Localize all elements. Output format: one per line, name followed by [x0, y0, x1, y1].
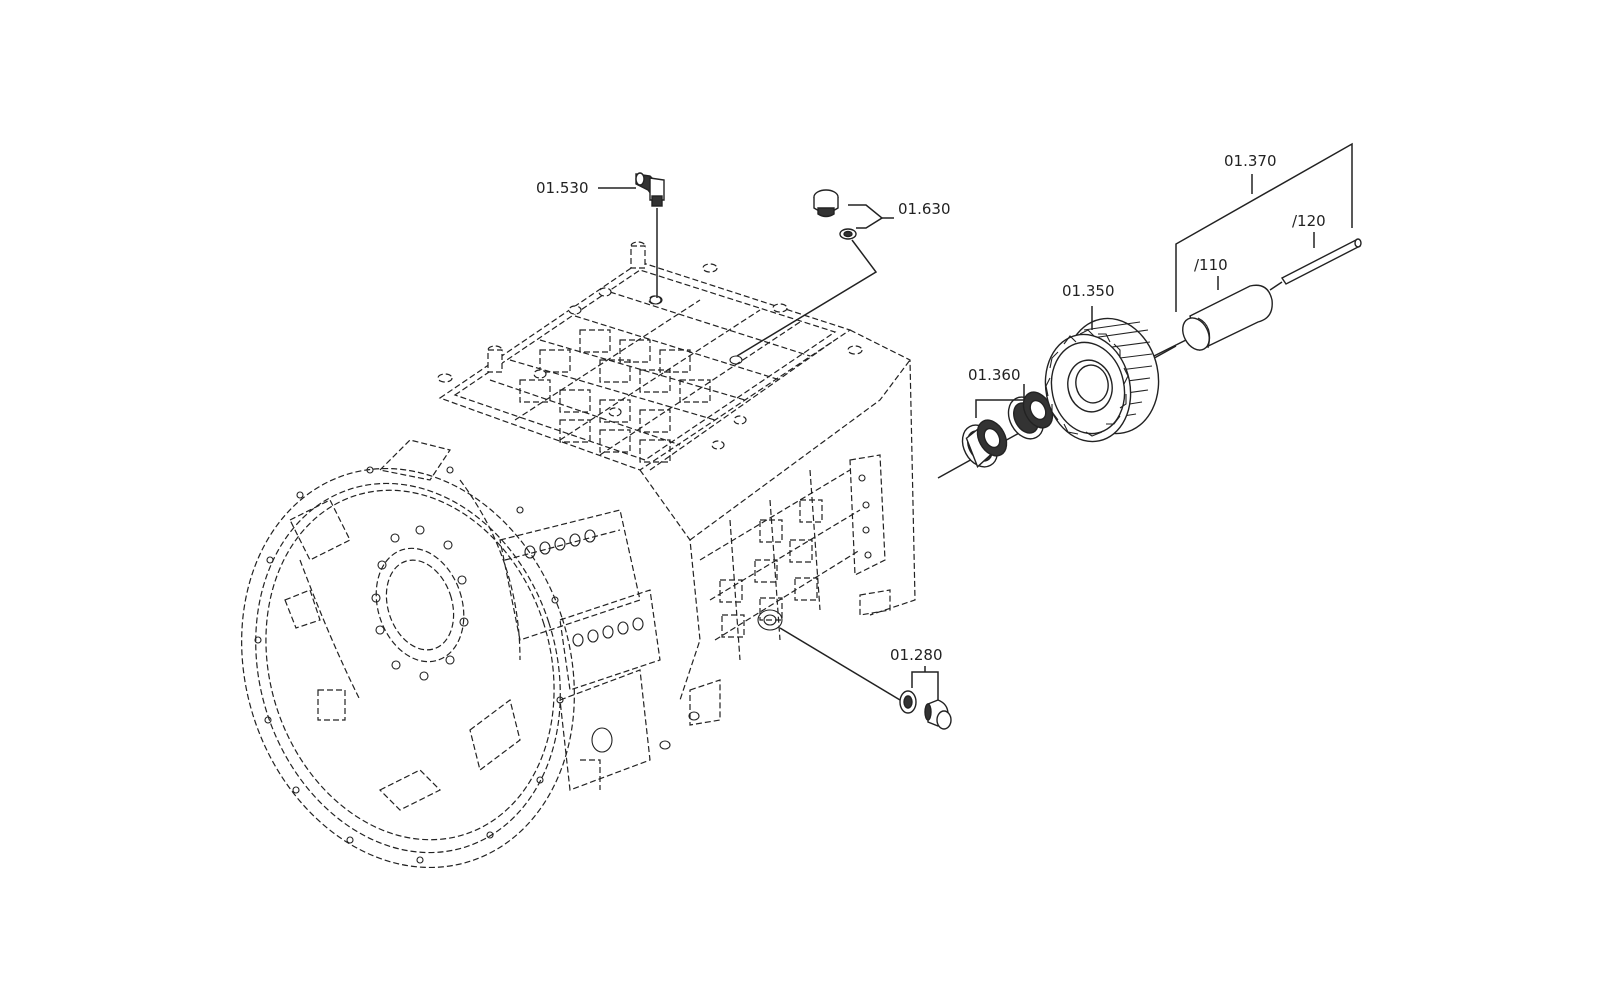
callout-01350: 01.350 — [1062, 282, 1115, 300]
axle-pin-icon — [1182, 284, 1273, 351]
callout-120: /120 — [1292, 212, 1326, 230]
leader-line-1280-axis — [779, 627, 901, 701]
callout-01360: 01.360 — [968, 366, 1021, 384]
leader-line-axle-axis — [1153, 339, 1187, 357]
screw-plug-icon — [899, 690, 952, 730]
bracket-1360 — [975, 392, 1025, 418]
leader-line-pin-axis — [1269, 281, 1283, 291]
bracket-1280 — [911, 671, 939, 700]
helical-gear-icon — [1044, 317, 1160, 443]
callout-01280: 01.280 — [890, 646, 943, 664]
transmission-housing-icon — [241, 241, 916, 869]
screw-plug-icon — [813, 189, 857, 240]
elbow-fitting-icon — [635, 172, 665, 207]
callout-01530: 01.530 — [536, 179, 589, 197]
callout-110: /110 — [1194, 256, 1228, 274]
callout-01370: 01.370 — [1224, 152, 1277, 170]
callout-01630: 01.630 — [898, 200, 951, 218]
bracket-1630 — [848, 204, 884, 229]
leader-line-1630-down — [736, 239, 878, 357]
bracket-1370 — [1175, 142, 1353, 312]
bolt-icon — [1280, 238, 1362, 285]
needle-bearing-icon — [1007, 391, 1054, 440]
needle-bearing-icon — [961, 419, 1008, 468]
